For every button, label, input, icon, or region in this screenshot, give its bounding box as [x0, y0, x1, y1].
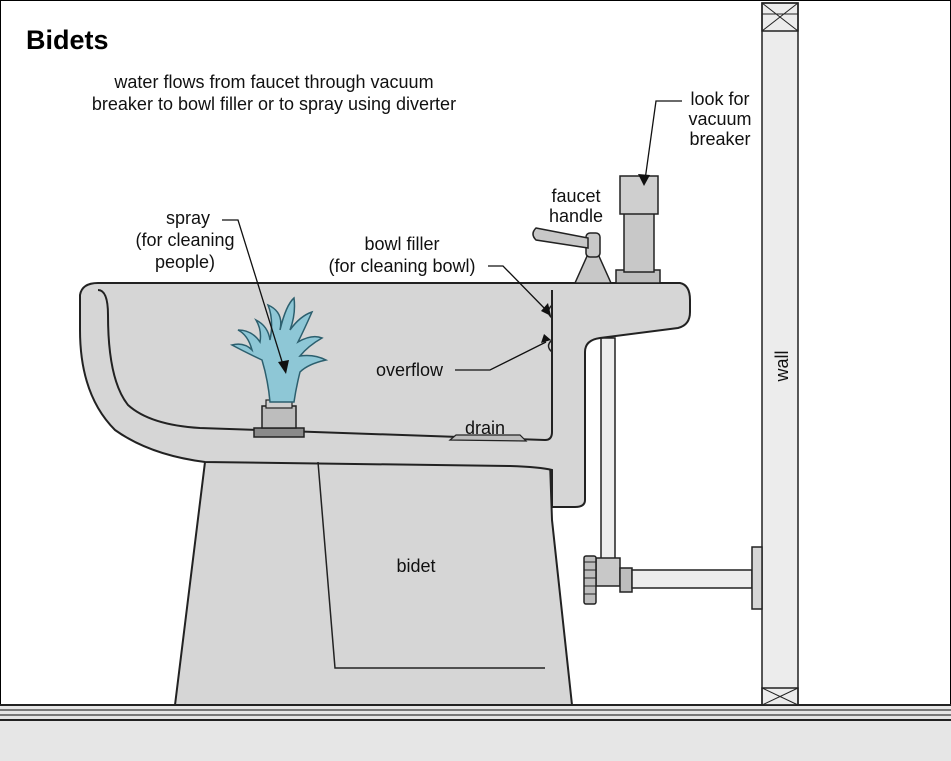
bowl-filler-label-line-2: (for cleaning bowl) [328, 256, 475, 276]
wall-stud [761, 2, 799, 706]
bidet-fixture [79, 281, 691, 706]
vacuum-breaker-label-line-1: look for [690, 89, 749, 109]
vacuum-breaker-label-line-3: breaker [689, 129, 750, 149]
bowl-filler-label-line-1: bowl filler [364, 234, 439, 254]
spray-label-line-3: people) [155, 252, 215, 272]
diagram-title: Bidets [26, 25, 109, 55]
leader-arrowheads [278, 174, 650, 374]
wall-label: wall [772, 350, 792, 382]
subtitle-line-2: breaker to bowl filler or to spray using… [92, 94, 456, 114]
vacuum-breaker-label-line-2: vacuum [688, 109, 751, 129]
overflow-label: overflow [376, 360, 444, 380]
drain-label: drain [465, 418, 505, 438]
faucet-handle-label-line-1: faucet [551, 186, 600, 206]
leader-lines [222, 100, 682, 371]
floor [0, 704, 951, 761]
spray-nozzle [253, 399, 305, 438]
spray-label-line-2: (for cleaning [135, 230, 234, 250]
shutoff-valve-knob [583, 555, 597, 605]
bidet-label: bidet [396, 556, 435, 576]
supply-pipe [595, 337, 763, 610]
vacuum-breaker [615, 175, 661, 284]
spray-label-line-1: spray [166, 208, 210, 228]
faucet-handle-label-line-2: handle [549, 206, 603, 226]
subtitle-line-1: water flows from faucet through vacuum [113, 72, 433, 92]
faucet-handle [532, 227, 613, 284]
